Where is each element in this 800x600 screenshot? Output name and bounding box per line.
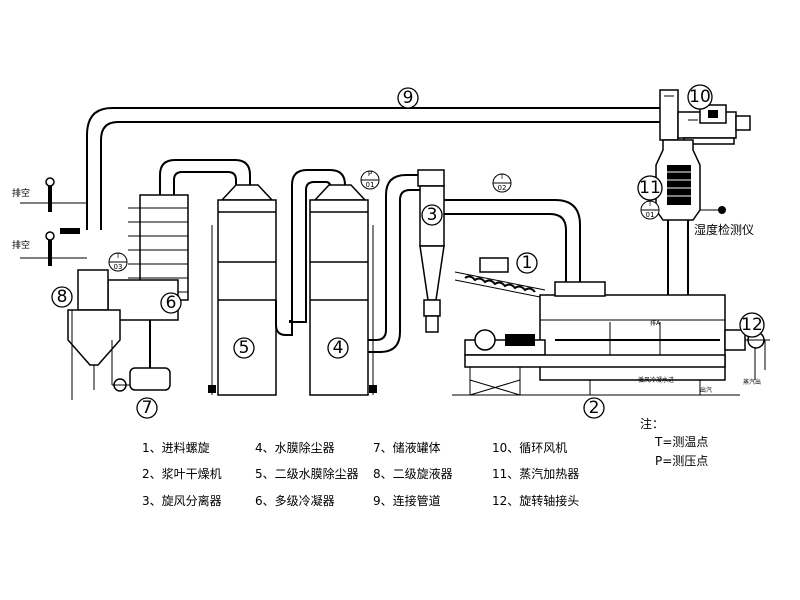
- component-marker-circle: [637, 175, 663, 201]
- legend-item-5: 5、二级水膜除尘器: [255, 466, 359, 481]
- component-number: 2: [589, 398, 600, 418]
- component-number: 6: [166, 293, 177, 313]
- steam-heater-11: [655, 139, 726, 300]
- component-marker-circle: [136, 397, 158, 419]
- storage-tank-7: [112, 367, 171, 392]
- component-number: 4: [333, 338, 344, 358]
- component-marker-12: 12: [739, 312, 765, 338]
- component-marker-3: 3: [421, 204, 443, 226]
- instrument-letter: T: [647, 200, 653, 208]
- component-number: 5: [239, 338, 250, 358]
- component-marker-10: 10: [687, 84, 713, 110]
- legend-item-11: 11、蒸汽加热器: [492, 466, 579, 481]
- instrument-t01: T 01: [640, 200, 660, 220]
- component-marker-circle: [516, 252, 538, 274]
- steam-out-label-2: 蒸汽出: [743, 378, 761, 386]
- component-marker-circle: [583, 397, 605, 419]
- component-marker-4: 4: [327, 337, 349, 359]
- component-number: 11: [639, 178, 661, 198]
- component-marker-circle: [687, 84, 713, 110]
- component-number: 12: [741, 315, 763, 335]
- component-marker-9: 9: [397, 87, 419, 109]
- secondary-water-film-deduster-5: [208, 169, 346, 396]
- component-number: 9: [403, 88, 414, 108]
- cooling-water-in-label: 循风冷凝水进: [638, 376, 674, 384]
- component-marker-circle: [397, 87, 419, 109]
- legend-item-1: 1、进料螺旋: [142, 441, 210, 455]
- feed-screw-1: [454, 257, 546, 299]
- instrument-letter: T: [499, 173, 505, 181]
- component-marker-circle: [739, 312, 765, 338]
- circulation-fan-10: [677, 104, 751, 145]
- component-marker-circle: [51, 286, 73, 308]
- dryer-mark-label: 排A: [650, 319, 661, 327]
- humidity-sensor-label: 湿度检测仪: [694, 222, 754, 237]
- cyclone-separator-3: [417, 169, 581, 333]
- note-pressure: P=测压点: [655, 454, 708, 468]
- component-marker-circle: [233, 337, 255, 359]
- legend-item-3: 3、旋风分离器: [142, 493, 222, 508]
- component-marker-11: 11: [637, 175, 663, 201]
- component-marker-circle: [421, 204, 443, 226]
- legend-item-7: 7、储液罐体: [373, 440, 441, 455]
- water-film-deduster-4: [309, 174, 420, 396]
- component-number: 1: [522, 253, 533, 273]
- instrument-p01: P 01: [360, 170, 380, 190]
- paddle-dryer-2: [452, 281, 770, 396]
- legend-item-12: 12、旋转轴接头: [492, 493, 579, 508]
- legend-item-10: 10、循环风机: [492, 441, 567, 455]
- note-temperature: T=测温点: [654, 435, 708, 449]
- component-number: 7: [142, 398, 153, 418]
- instrument-t02: T 02: [492, 173, 512, 193]
- component-marker-circle: [327, 337, 349, 359]
- vent-label-top: 排空: [12, 187, 30, 199]
- secondary-cyclone-8: [67, 269, 121, 400]
- instrument-number: 01: [646, 211, 655, 219]
- component-marker-circle: [160, 292, 182, 314]
- component-marker-8: 8: [51, 286, 73, 308]
- instrument-number: 03: [114, 263, 123, 271]
- note-title: 注：: [640, 416, 664, 431]
- legend-item-6: 6、多级冷凝器: [255, 493, 335, 508]
- connecting-pipe-9: [86, 89, 679, 230]
- component-number: 8: [57, 287, 68, 307]
- component-number: 3: [427, 205, 438, 225]
- component-marker-1: 1: [516, 252, 538, 274]
- legend: 1、进料螺旋 2、浆叶干燥机 3、旋风分离器 4、水膜除尘器 5、二级水膜除尘器…: [142, 416, 708, 508]
- legend-item-9: 9、连接管道: [373, 493, 441, 508]
- component-marker-7: 7: [136, 397, 158, 419]
- component-number: 10: [689, 87, 711, 107]
- vent-valves: [20, 177, 87, 266]
- instrument-t03: T 03: [108, 252, 128, 272]
- steam-out-label: 出汽: [700, 386, 712, 394]
- legend-item-2: 2、浆叶干燥机: [142, 466, 222, 481]
- legend-item-8: 8、二级旋液器: [373, 466, 453, 481]
- instrument-number: 01: [366, 181, 375, 189]
- vent-label-bottom: 排空: [12, 239, 30, 251]
- instrument-letter: T: [115, 252, 121, 260]
- instrument-number: 02: [498, 184, 507, 192]
- component-marker-5: 5: [233, 337, 255, 359]
- instrument-letter: P: [368, 170, 372, 178]
- legend-item-4: 4、水膜除尘器: [255, 440, 335, 455]
- component-marker-2: 2: [583, 397, 605, 419]
- component-marker-6: 6: [160, 292, 182, 314]
